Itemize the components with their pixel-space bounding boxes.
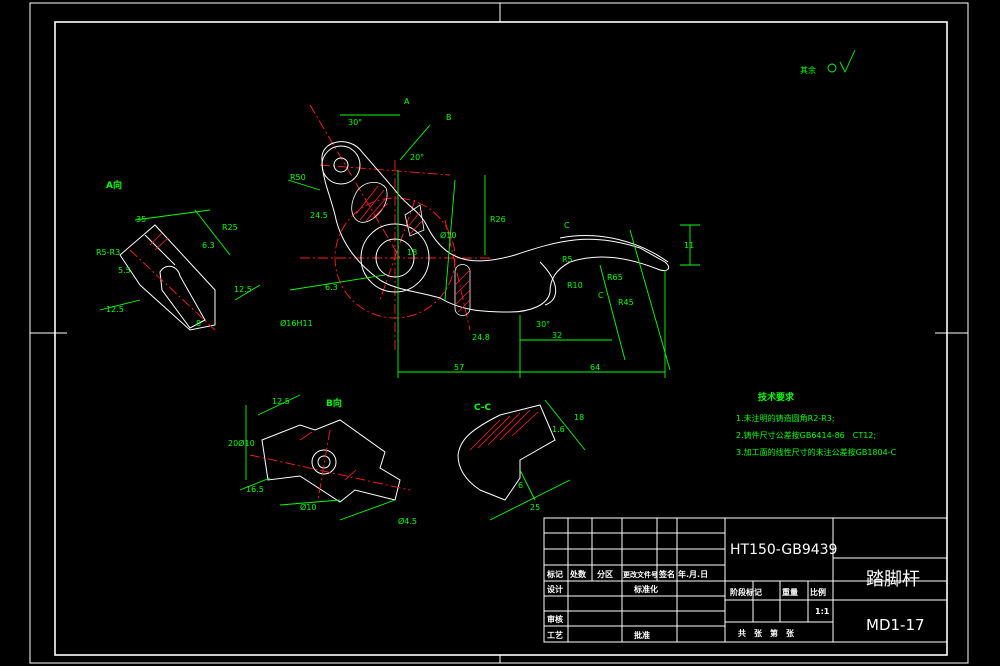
title-block: 标记 处数 分区 更改文件号 签名 年.月.日 设计 标准化 审核 工艺 批准 …	[543, 517, 948, 643]
drawing-frame	[29, 2, 969, 664]
tb-process-label: 工艺	[547, 630, 563, 640]
dim-b-20d10: 20Ø10	[228, 438, 255, 448]
section-cc: C-C 18 25 6 1.6	[457, 399, 586, 521]
tb-scale-value: 1:1	[815, 607, 830, 616]
dim-c-25: 25	[530, 503, 540, 512]
tb-sheets: 共 张 第 张	[738, 628, 795, 638]
dim-main-d10: Ø10	[440, 230, 456, 240]
dim-main-24-5: 24.5	[310, 211, 328, 220]
dim-c-1-6: 1.6	[552, 425, 565, 434]
dim-main-r5: R5	[562, 255, 573, 264]
tech-req-item-3: 3.加工面的线性尺寸的未注公差按GB1804-C	[736, 447, 897, 457]
dim-main-30deg-b: 30°	[536, 320, 550, 329]
view-b-label: B向	[326, 397, 342, 409]
dim-main-57: 57	[454, 363, 464, 372]
dim-a-5-5: 5.5	[118, 266, 131, 275]
tech-req-item-1: 1.未注明的铸造圆角R2-R3;	[736, 413, 835, 423]
tech-requirements: 技术要求 1.未注明的铸造圆角R2-R3; 2.铸件尺寸公差按GB6414-86…	[736, 391, 897, 457]
dim-a-8: 8	[196, 319, 201, 328]
dim-b-d4-5: Ø4.5	[398, 516, 417, 526]
dim-main-11: 11	[684, 241, 694, 250]
dim-main-bore: Ø16H11	[280, 318, 313, 328]
dim-c-6: 6	[518, 481, 523, 490]
roughness-rest-note: 其余	[800, 49, 856, 75]
dim-main-r26: R26	[490, 215, 506, 224]
tb-weight-label: 重量	[782, 587, 798, 597]
tb-standardized-label: 标准化	[633, 584, 658, 594]
dim-main-64: 64	[590, 363, 600, 372]
dim-c-18: 18	[574, 413, 584, 422]
rev-header-docno: 更改文件号	[623, 570, 658, 579]
dim-main-r65: R65	[607, 273, 623, 282]
dim-a-r5-r3: R5-R3	[96, 248, 120, 257]
dim-main-r50: R50	[290, 173, 306, 182]
section-marker-b: B	[446, 113, 452, 122]
dim-a-r25: R25	[222, 223, 238, 232]
dim-main-18: 18	[407, 248, 417, 257]
dim-main-20deg: 20°	[410, 153, 424, 162]
main-view: 30° 20° R50 24.5 Ø16H11 6.3 Ø10 R26 57 6…	[280, 97, 700, 378]
dim-main-r45: R45	[618, 298, 634, 307]
dim-a-35: 35	[136, 215, 146, 224]
tb-material: HT150-GB9439	[730, 542, 837, 558]
dim-main-30deg: 30°	[348, 118, 362, 127]
section-marker-c-bottom: C	[598, 291, 604, 300]
tb-approve-label: 批准	[634, 630, 650, 640]
tb-stage-label: 阶段标记	[730, 587, 762, 597]
tb-drawing-no: MD1-17	[866, 616, 925, 634]
dim-b-12-5: 12.5	[272, 397, 290, 406]
dim-b-d10: Ø10	[300, 502, 316, 512]
rev-header-sign: 签名	[658, 569, 675, 579]
dim-a-12-5a: 12.5	[106, 305, 124, 314]
dim-main-24-8: 24.8	[472, 333, 490, 342]
rev-header-mark: 标记	[546, 569, 563, 579]
tb-part-name: 踏脚杆	[866, 569, 920, 590]
tb-scale-label: 比例	[810, 587, 826, 597]
section-marker-c-top: C	[564, 221, 570, 230]
dim-main-r10: R10	[567, 281, 583, 290]
roughness-rest-label: 其余	[800, 65, 816, 75]
section-marker-a: A	[404, 97, 410, 106]
view-a: A向 35 R5-R3 5.5 12.5 R25 12.5 6.3 8	[96, 179, 261, 331]
dim-a-12-5b: 12.5	[234, 285, 252, 294]
tech-req-item-2: 2.铸件尺寸公差按GB6414-86 CT12;	[736, 430, 876, 440]
rev-header-date: 年.月.日	[678, 569, 708, 579]
tech-req-title: 技术要求	[758, 391, 795, 403]
dim-b-16-5: 16.5	[246, 485, 264, 494]
tb-designer-label: 设计	[547, 584, 563, 594]
section-cc-label: C-C	[474, 403, 492, 413]
dim-main-32: 32	[552, 331, 562, 340]
view-b: B向 12.5 20Ø10 16.5 Ø10 Ø4.5	[228, 394, 417, 526]
rev-header-count: 处数	[569, 569, 587, 579]
rev-header-zone: 分区	[597, 569, 613, 579]
dim-main-6-3: 6.3	[325, 283, 338, 292]
view-a-label: A向	[106, 179, 122, 191]
tb-reviewer-label: 审核	[547, 614, 563, 624]
dim-a-6-3: 6.3	[202, 241, 215, 250]
